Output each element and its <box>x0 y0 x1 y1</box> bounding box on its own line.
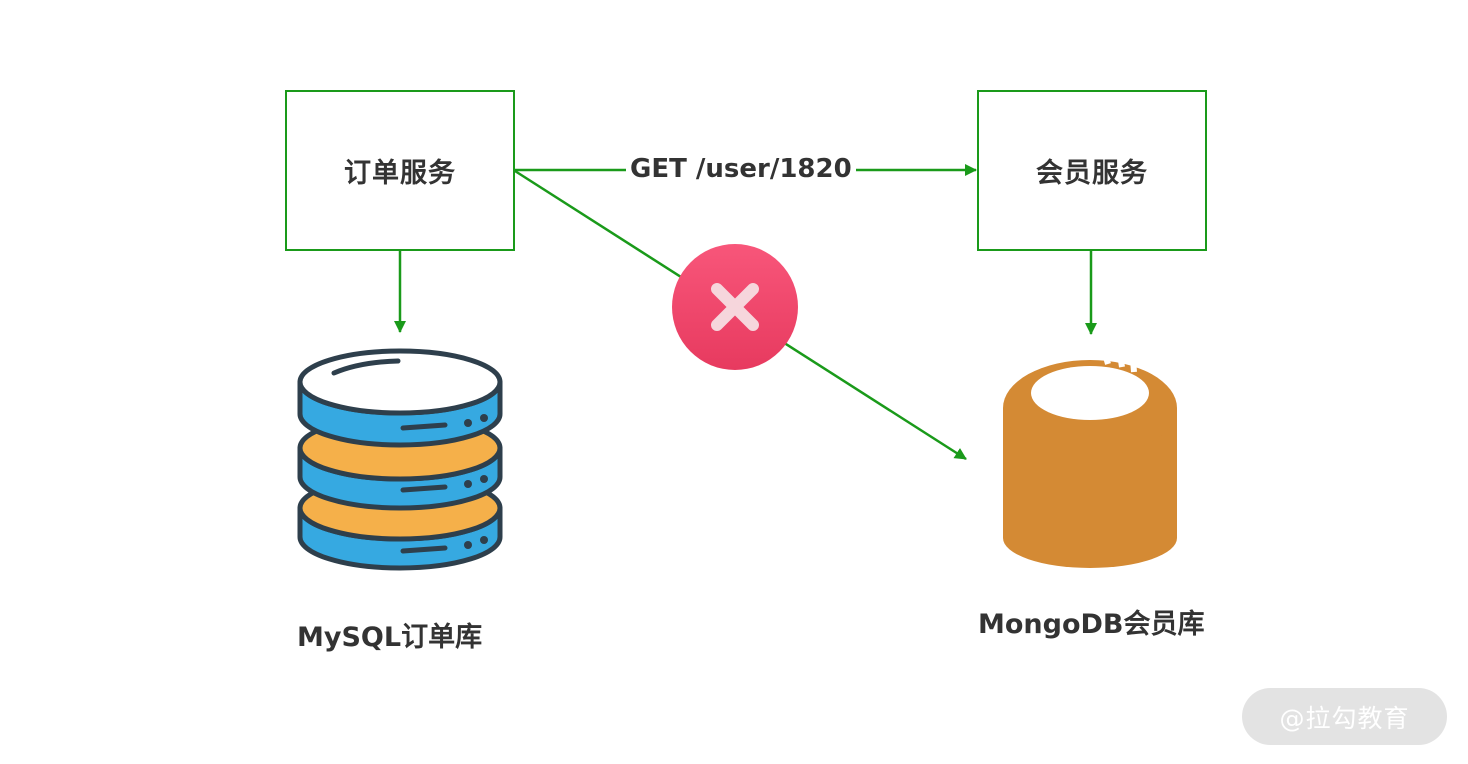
watermark-text: @拉勾教育 <box>1279 703 1410 733</box>
mysql-database-label: MySQL订单库 <box>297 622 483 653</box>
member-service-node: 会员服务 <box>977 90 1207 251</box>
watermark-badge: @拉勾教育 <box>1242 688 1447 745</box>
order-service-node: 订单服务 <box>285 90 515 251</box>
mongodb-database-label: MongoDB会员库 <box>978 609 1205 640</box>
order-service-label: 订单服务 <box>344 158 456 189</box>
mysql-database-icon <box>297 348 503 571</box>
member-service-label: 会员服务 <box>1036 158 1148 189</box>
mysql-indicator-lights <box>464 414 488 549</box>
close-icon <box>672 244 798 370</box>
request-edge-label: GET /user/1820 <box>626 154 856 184</box>
mongodb-database-icon <box>1003 349 1177 568</box>
